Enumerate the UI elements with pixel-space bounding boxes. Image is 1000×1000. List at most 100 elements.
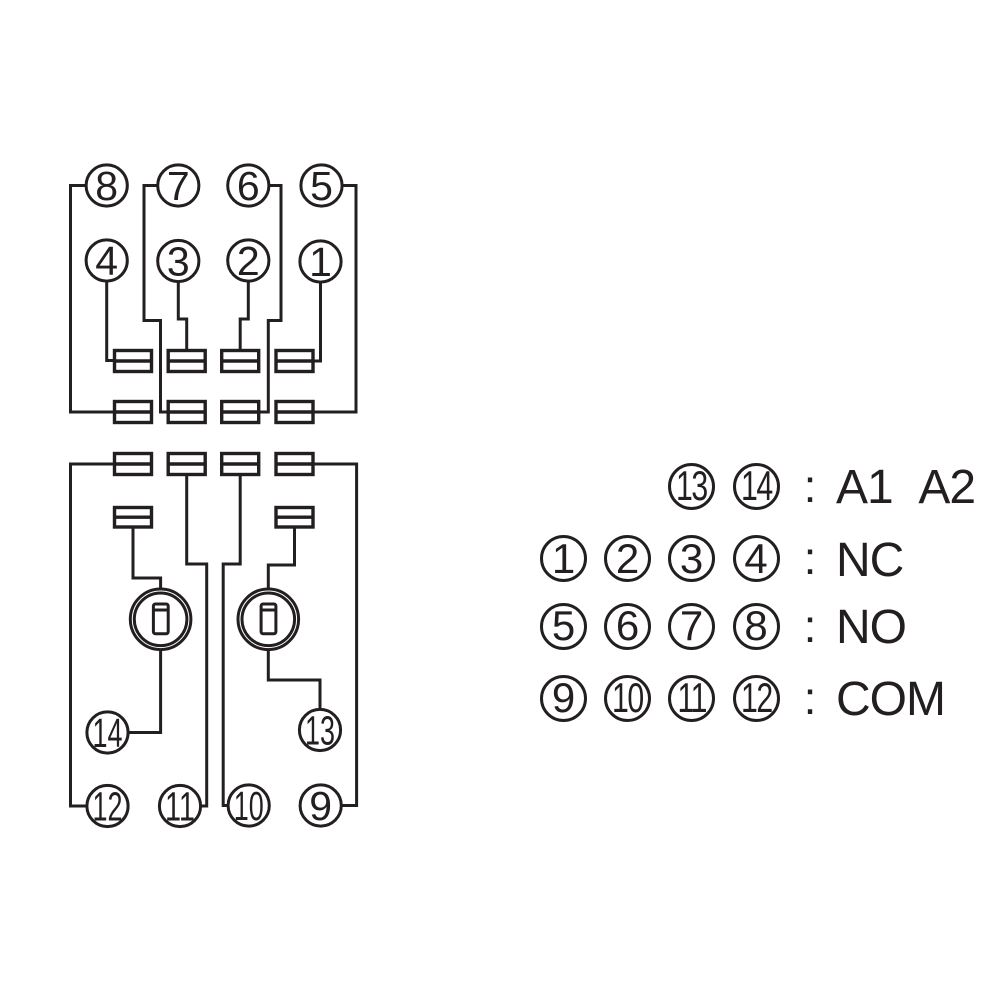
legend-pin-number: 7: [679, 602, 704, 649]
legend-pin-number: 10: [612, 674, 644, 721]
coil-terminal-contact: [112, 505, 154, 529]
contact-terminal: [274, 348, 315, 374]
legend-pin-number: 14: [740, 462, 773, 509]
wire-pin4: [105, 281, 115, 362]
legend-pin-2: 2: [604, 535, 651, 582]
contact-terminal: [274, 399, 315, 425]
wire-pin9-rail: [313, 462, 359, 807]
legend-pin-3: 3: [668, 535, 715, 582]
svg-text:9: 9: [309, 783, 332, 829]
contact-terminal: [112, 451, 154, 477]
wire-pin7: [142, 184, 169, 414]
legend-function-label: NC: [836, 533, 904, 587]
diagram-pin-6: 6: [226, 163, 271, 209]
bottom-group-wires: [69, 462, 359, 808]
legend-function-label: COM: [836, 673, 946, 726]
contact-terminal: [219, 451, 261, 477]
diagram-pin-5: 5: [299, 163, 344, 209]
svg-text:8: 8: [95, 163, 118, 209]
relay-coil-symbol-left: [128, 587, 193, 652]
wire-coil-right-out: [266, 649, 322, 710]
pin-circles: 8 7 6 5 4 3 2 1 14 13 12 11 10 9: [84, 163, 344, 830]
wire-pin1: [313, 282, 322, 363]
legend-pin-number: 1: [551, 534, 576, 582]
svg-text:12: 12: [93, 784, 123, 830]
wire-pin6: [258, 184, 283, 414]
contact-terminal: [274, 451, 315, 477]
contact-terminal: [112, 348, 154, 374]
svg-text:3: 3: [167, 239, 190, 285]
wire-pin3: [176, 281, 189, 351]
legend-pin-11: 11: [668, 674, 715, 722]
legend-pin-number: 9: [551, 674, 576, 721]
wire-pin8: [69, 184, 115, 414]
legend-pin-number: 5: [551, 602, 576, 649]
legend-pin-13: 13: [668, 462, 715, 510]
legend-separator: :: [803, 459, 817, 512]
contact-terminal: [166, 451, 207, 477]
legend-function-label: A1 A2: [836, 461, 976, 514]
contact-terminal: [166, 348, 207, 374]
legend-pin-number: 8: [744, 602, 768, 649]
diagram-pin-12: 12: [85, 784, 130, 830]
legend-pin-number: 4: [744, 534, 768, 582]
top-contact-group-wires: [69, 184, 358, 414]
svg-text:14: 14: [93, 710, 123, 756]
wire-pin10-rail: [221, 474, 242, 807]
contact-terminal: [219, 348, 261, 374]
relay-coil-symbol-right: [236, 587, 301, 652]
contact-symbols: [112, 348, 315, 529]
contact-terminal: [112, 399, 154, 425]
legend-pin-8: 8: [732, 602, 780, 650]
legend-pin-number: 6: [615, 602, 640, 649]
legend-function-label: NO: [836, 601, 907, 654]
diagram-pin-8: 8: [84, 163, 129, 209]
wire-coil-right-feed: [266, 527, 296, 589]
legend-pin-number: 12: [740, 674, 773, 721]
legend-pin-5: 5: [540, 602, 587, 650]
svg-text:1: 1: [309, 239, 332, 285]
diagram-pin-1: 1: [298, 239, 343, 285]
svg-text:10: 10: [234, 783, 264, 829]
svg-text:6: 6: [237, 163, 260, 209]
diagram-pin-3: 3: [156, 239, 201, 285]
legend-pin-12: 12: [732, 674, 780, 722]
svg-text:13: 13: [305, 708, 335, 754]
svg-text:5: 5: [310, 163, 333, 209]
wire-coil-left-out: [128, 649, 163, 734]
diagram-pin-2: 2: [226, 238, 271, 284]
contact-terminal: [166, 399, 207, 425]
diagram-pin-14: 14: [85, 710, 130, 756]
legend-pin-10: 10: [604, 674, 651, 722]
legend-pin-number: 2: [615, 534, 640, 582]
legend-pin-1: 1: [540, 535, 587, 582]
legend-pin-number: 11: [677, 674, 707, 721]
diagram-pin-4: 4: [84, 238, 129, 284]
legend-pin-number: 13: [676, 462, 708, 509]
wire-pin2: [238, 281, 250, 351]
legend-pin-6: 6: [604, 602, 651, 650]
diagram-pin-13: 13: [297, 708, 343, 754]
svg-text:7: 7: [167, 163, 190, 209]
svg-text:4: 4: [95, 238, 118, 284]
wire-pin12-rail: [69, 462, 115, 808]
diagram-pin-10: 10: [226, 783, 271, 829]
diagram-pin-7: 7: [156, 163, 201, 209]
legend-separator: :: [803, 532, 817, 584]
legend-pin-number: 3: [679, 534, 704, 582]
wire-pin11-rail: [185, 474, 209, 808]
coil-terminal-contact: [274, 505, 315, 529]
legend-pin-9: 9: [540, 674, 587, 722]
legend-pin-4: 4: [732, 534, 780, 582]
diagram-pin-9: 9: [298, 783, 343, 829]
svg-text:11: 11: [165, 784, 195, 830]
contact-terminal: [219, 399, 261, 425]
wire-coil-left-feed: [131, 527, 163, 589]
svg-text:2: 2: [237, 238, 260, 284]
legend-separator: :: [803, 599, 817, 652]
wire-pin5: [313, 184, 358, 414]
legend-pin-7: 7: [668, 602, 715, 650]
